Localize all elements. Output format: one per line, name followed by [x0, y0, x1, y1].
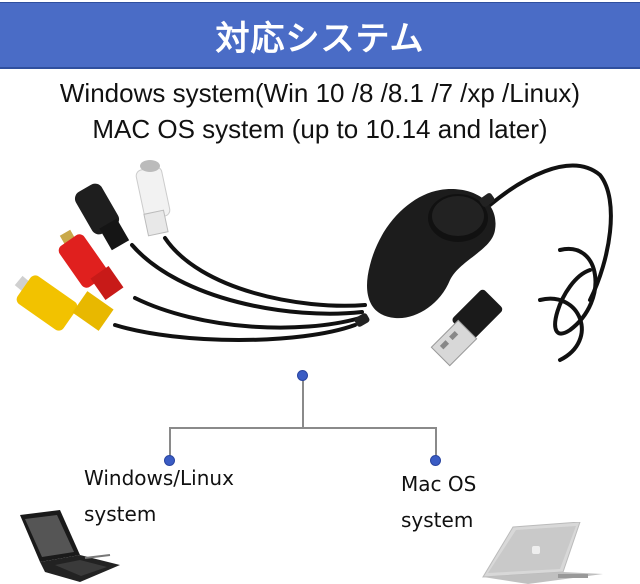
title-banner: 対応システム: [0, 2, 640, 69]
red-rca-connector-icon: [58, 229, 124, 300]
usb-plug-icon: [430, 289, 503, 367]
white-rca-connector-icon: [135, 160, 171, 237]
yellow-rca-connector-icon: [14, 275, 114, 331]
branch-line: [169, 427, 436, 429]
windows-label-line2: system: [84, 502, 157, 526]
banner-title: 対応システム: [215, 18, 425, 59]
windows-compat-text: Windows system(Win 10 /8 /8.1 /7 /xp /Li…: [59, 78, 581, 108]
trunk-line: [302, 378, 304, 428]
windows-laptop-icon: [20, 510, 120, 582]
mac-laptop-icon: [482, 522, 603, 584]
windows-linux-label: Windows/Linux system: [84, 460, 234, 532]
left-dot: [164, 455, 175, 466]
right-drop-line: [435, 427, 437, 459]
mac-label-line2: system: [401, 508, 474, 532]
windows-label-line1: Windows/Linux: [84, 466, 234, 490]
left-drop-line: [169, 427, 171, 459]
mac-os-label: Mac OS system: [401, 466, 476, 538]
trunk-dot: [297, 370, 308, 381]
mac-label-line1: Mac OS: [401, 472, 477, 496]
capture-cable-image: [14, 160, 613, 367]
mac-compat-text: MAC OS system (up to 10.14 and later): [92, 114, 548, 144]
right-dot: [430, 455, 441, 466]
black-svideo-connector-icon: [74, 183, 130, 251]
control-box-icon: [354, 189, 496, 327]
